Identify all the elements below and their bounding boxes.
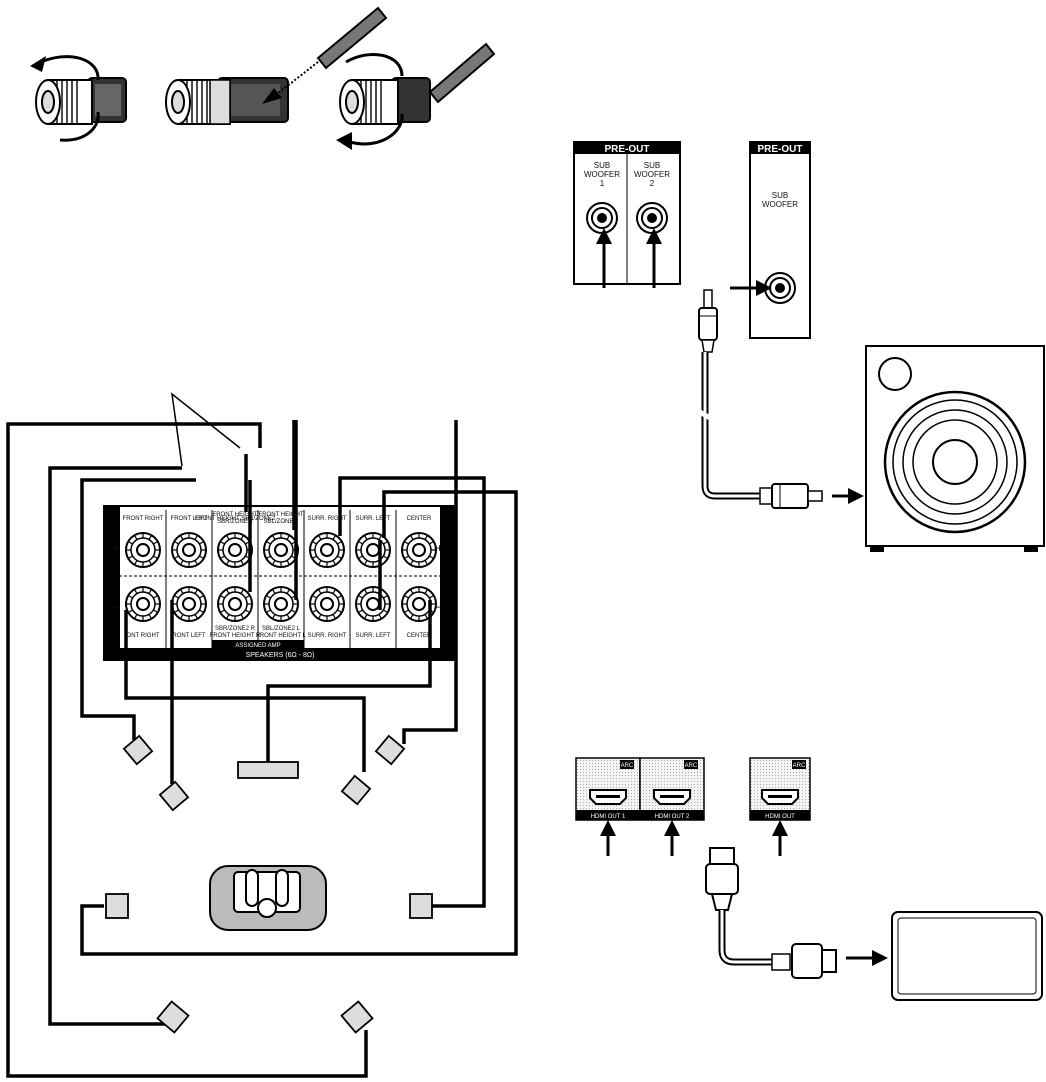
binding-post-icon (171, 532, 207, 568)
binding-post-step-loosen-icon (30, 55, 127, 142)
terminal-label: SURR. LEFT (355, 516, 390, 522)
binding-post-icon (125, 532, 161, 568)
binding-post-step-insert-icon (165, 6, 388, 125)
terminal-column: CENTER CENTER (395, 510, 437, 648)
binding-post-icon (401, 532, 437, 568)
arc-badge: ARC (685, 763, 698, 769)
jack2-label-line1: SUB (644, 161, 660, 170)
terminal-label: FRONT HEIGHT SBR/ZONE2 (195, 516, 276, 522)
terminal-label: SBR/ZONE2 R (215, 626, 256, 632)
listener-sofa-icon (209, 865, 327, 931)
speaker-wiring (6, 392, 518, 1078)
binding-post-icon (171, 586, 207, 622)
binding-post-icon (401, 586, 437, 622)
jack1-label-line2: WOOFER (584, 170, 620, 179)
hdmi-cable-icon (705, 847, 888, 979)
minus-label: – (112, 599, 119, 613)
subwoofer2-jack-icon (636, 202, 668, 234)
room-speakers (105, 734, 433, 1034)
arc-badge: ARC (621, 763, 634, 769)
front-right-height-speaker-icon (374, 734, 406, 766)
center-speaker-icon (237, 761, 299, 779)
hdmi-out2-label: HDMI OUT 2 (655, 814, 690, 820)
terminal-label: FRONT HEIGHT R (210, 633, 261, 639)
jack1-label-line1: SUB (594, 161, 610, 170)
hdmi-panel-single: HDMI OUT ARC (749, 757, 811, 856)
jack-label-line1: SUB (772, 191, 788, 200)
terminal-label: FRONT LEFT (171, 516, 208, 522)
terminal-column: FRONT RIGHT ONT RIGHT (123, 516, 164, 639)
surround-back-right-speaker-icon (340, 1000, 374, 1034)
hdmi-panel-dual: HDMI OUT 1 HDMI OUT 2 ARC ARC (575, 757, 705, 856)
terminal-label: FRONT HEIGHT (213, 512, 258, 518)
preout-panel-dual: PRE-OUT SUB WOOFER 1 SUB WOOFER 2 (573, 141, 681, 288)
rca-cable-icon (698, 289, 864, 509)
hdmi-port-icon (589, 789, 627, 805)
preout-panel-single: PRE-OUT SUB WOOFER (730, 141, 811, 339)
hdmi-port-icon (761, 789, 799, 805)
binding-post-icon (355, 532, 391, 568)
surround-back-left-speaker-icon (156, 1000, 190, 1034)
terminal-label: FRONT HEIGHT L (256, 633, 306, 639)
terminal-label: SURR. LEFT (355, 633, 390, 639)
subwoofer1-jack-icon (586, 202, 618, 234)
front-right-speaker-icon (340, 774, 372, 806)
front-left-speaker-icon (158, 780, 190, 812)
speaker-terminal-panel: ASSIGNED AMP SPEAKERS (6Ω - 8Ω) + – + – … (103, 505, 457, 661)
jack-label-line2: WOOFER (762, 200, 798, 209)
speakers-impedance-label: SPEAKERS (6Ω - 8Ω) (246, 652, 315, 659)
binding-post-icon (309, 586, 345, 622)
binding-post-icon (263, 532, 299, 568)
terminal-label: SBL/ZONE2 L (262, 626, 301, 632)
binding-post-step-tighten-icon (336, 42, 496, 150)
subwoofer-speaker-icon (865, 345, 1045, 552)
terminal-label: FRONT HEIGHT (259, 512, 304, 518)
terminal-label: SURR. RIGHT (308, 633, 347, 639)
terminal-label: SBR/ZONE 2 (217, 519, 253, 525)
binding-post-icon (125, 586, 161, 622)
jack2-label-line2: WOOFER (634, 170, 670, 179)
binding-post-instructions (30, 6, 496, 150)
plus-label: + (112, 541, 119, 555)
terminal-label: RONT LEFT (172, 633, 206, 639)
hdmi-port-icon (653, 789, 691, 805)
surround-left-speaker-icon (105, 893, 129, 919)
hdmi-out1-label: HDMI OUT 1 (591, 814, 626, 820)
subwoofer-jack-icon (764, 272, 796, 304)
terminal-column: FRONT LEFT RONT LEFT (165, 510, 208, 648)
binding-post-icon (263, 586, 299, 622)
hdmi-out-label: HDMI OUT (765, 814, 795, 820)
binding-post-icon (217, 586, 253, 622)
terminal-label: SBL/ZONE 2 (264, 519, 299, 525)
jack2-label-line3: 2 (650, 179, 655, 188)
terminal-label: SURR. RIGHT (308, 516, 347, 522)
terminal-label: CENTER (407, 633, 432, 639)
terminal-label: ONT RIGHT (127, 633, 160, 639)
terminal-column: SURR. RIGHT SURR. RIGHT (303, 510, 347, 648)
terminal-label: CENTER (407, 516, 432, 522)
minus-label: – (436, 599, 443, 613)
subwoofer-input-arrows (596, 228, 662, 288)
binding-post-icon (355, 586, 391, 622)
plus-label: + (436, 541, 443, 555)
preout-header: PRE-OUT (605, 144, 650, 155)
binding-post-icon (309, 532, 345, 568)
terminal-label: FRONT RIGHT (123, 516, 164, 522)
front-left-height-speaker-icon (122, 734, 154, 766)
preout-header: PRE-OUT (758, 144, 803, 155)
tv-display-icon (891, 911, 1043, 1001)
arc-badge: ARC (793, 763, 806, 769)
surround-right-speaker-icon (409, 893, 433, 919)
jack1-label-line3: 1 (600, 179, 605, 188)
binding-post-icon (217, 532, 253, 568)
